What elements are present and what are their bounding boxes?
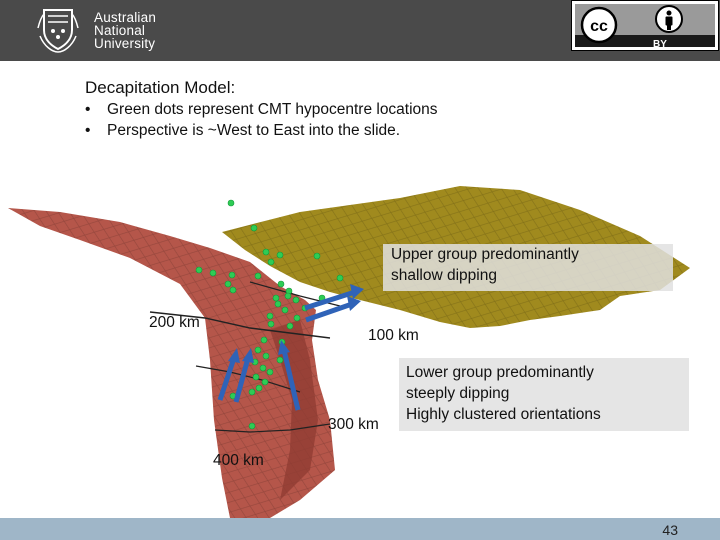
- logo-line: University: [94, 36, 156, 51]
- page-number: 43: [662, 522, 678, 538]
- license-icons: cc: [575, 4, 715, 44]
- license-by-label: BY: [653, 39, 667, 50]
- cc-by-license-badge[interactable]: cc BY: [571, 0, 719, 51]
- callout-line: shallow dipping: [391, 267, 497, 284]
- svg-text:cc: cc: [590, 18, 608, 35]
- depth-label-400km: 400 km: [213, 452, 264, 469]
- footer-bar: 43: [0, 518, 720, 540]
- crest-icon: [37, 9, 79, 53]
- logo-line: National: [94, 23, 146, 38]
- license-badge-body: cc BY: [575, 4, 715, 50]
- orientation-arrows: [217, 284, 364, 411]
- bullet-text: Perspective is ~West to East into the sl…: [107, 122, 401, 139]
- depth-label-100km: 100 km: [368, 327, 419, 344]
- university-logo[interactable]: Australian National University: [36, 6, 166, 54]
- bullet-item: • Green dots represent CMT hypocentre loc…: [85, 101, 438, 122]
- hypocentre-points: [195, 199, 344, 430]
- bullet-text: Green dots represent CMT hypocentre loca…: [107, 101, 438, 118]
- header-bar: Australian National University cc BY: [0, 0, 720, 61]
- bullet-marker: •: [85, 122, 91, 139]
- logo-line: Australian: [94, 10, 157, 25]
- logo-wordmark: Australian National University: [94, 10, 157, 51]
- depth-label-300km: 300 km: [328, 416, 379, 433]
- bullet-item: • Perspective is ~West to East into the s…: [85, 122, 438, 143]
- lower-slab-surface: [8, 208, 335, 518]
- callout-line: steeply dipping: [406, 385, 510, 402]
- lower-group-callout: Lower group predominantly steeply dippin…: [399, 358, 689, 431]
- callout-line: Highly clustered orientations: [406, 406, 601, 423]
- bullet-marker: •: [85, 101, 91, 118]
- callout-line: Lower group predominantly: [406, 364, 594, 381]
- callout-line: Upper group predominantly: [391, 246, 579, 263]
- upper-group-callout: Upper group predominantly shallow dippin…: [383, 244, 673, 291]
- cc-icon: cc: [580, 6, 618, 44]
- bullet-list: • Green dots represent CMT hypocentre loc…: [85, 101, 438, 143]
- person-icon: [655, 5, 683, 33]
- depth-label-200km: 200 km: [149, 314, 200, 331]
- slide-title: Decapitation Model:: [85, 78, 236, 97]
